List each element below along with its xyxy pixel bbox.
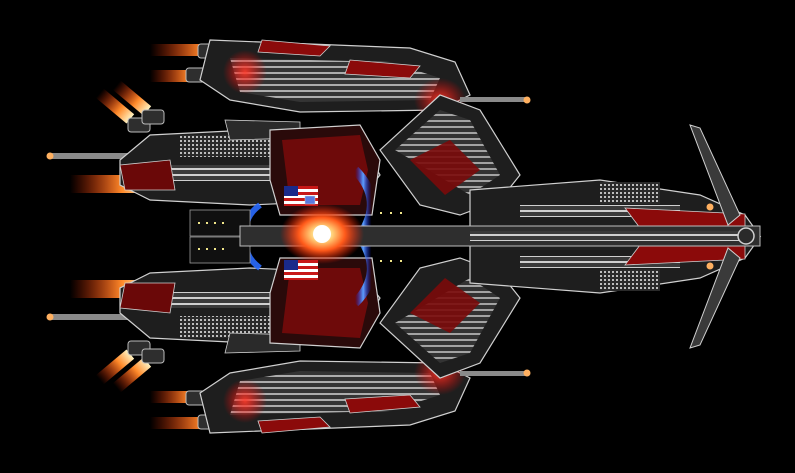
thruster-lights (198, 212, 402, 262)
bow-tip (737, 227, 755, 245)
us-flag-emblem-bottom (284, 260, 318, 280)
ship (47, 40, 761, 433)
